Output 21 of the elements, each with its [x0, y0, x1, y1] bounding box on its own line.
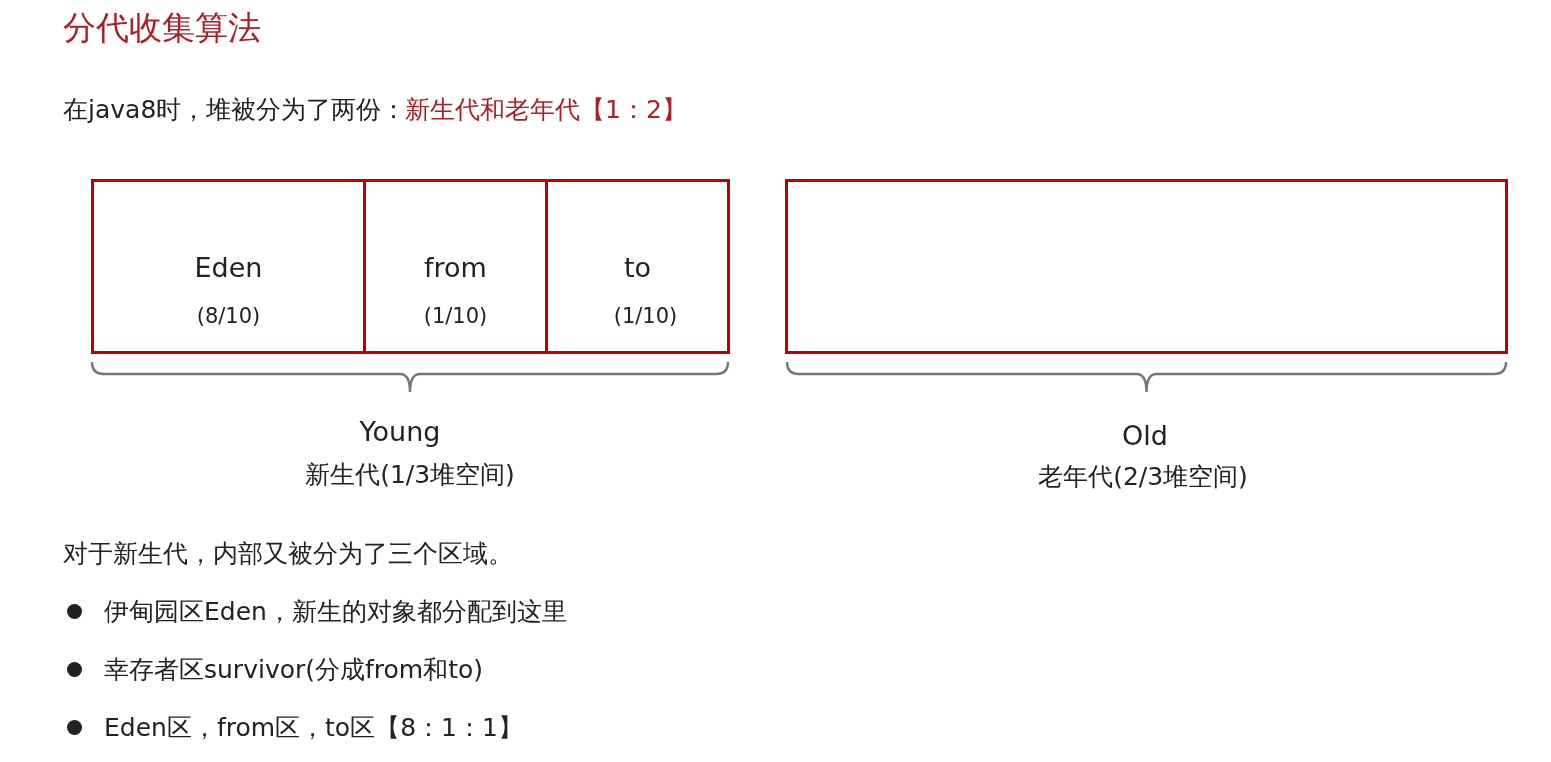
heading: 分代收集算法	[63, 7, 261, 49]
body-text: 对于新生代，内部又被分为了三个区域。	[63, 538, 513, 570]
region-box	[785, 179, 1508, 354]
bullet-text: 幸存者区survivor(分成from和to)	[104, 654, 484, 686]
size-ratio: (8/10)	[195, 304, 262, 328]
memory-region-box	[545, 179, 730, 354]
region-caption: 新生代(1/3堆空间)	[305, 459, 515, 491]
highlight-text: 新生代和老年代【1：2】	[405, 94, 687, 126]
size-ratio: (1/10)	[422, 304, 489, 328]
memory-region-box	[363, 179, 548, 354]
region-name: from	[423, 252, 488, 283]
region-caption: 老年代(2/3堆空间)	[1038, 461, 1248, 493]
region-name: Eden	[193, 252, 264, 283]
memory-region-box	[91, 179, 366, 354]
size-ratio: (1/10)	[612, 304, 679, 328]
bullet-text: Eden区，from区，to区【8：1：1】	[104, 712, 523, 744]
region-name: to	[622, 252, 653, 283]
intro-text: 在java8时，堆被分为了两份：	[63, 94, 407, 126]
region-caption: Old	[1122, 420, 1168, 451]
bullet-text: 伊甸园区Eden，新生的对象都分配到这里	[104, 596, 567, 628]
region-caption: Young	[359, 416, 441, 447]
